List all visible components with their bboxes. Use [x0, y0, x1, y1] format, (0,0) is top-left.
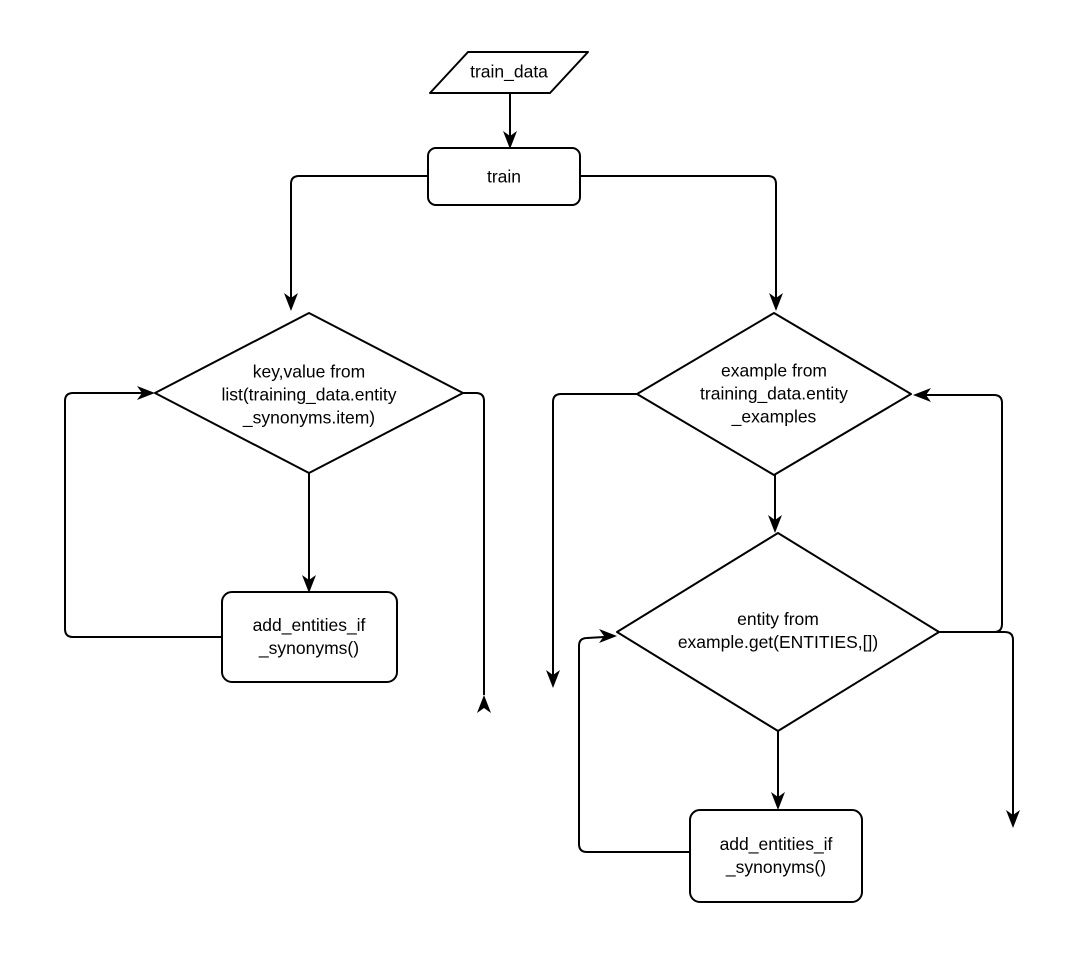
arrowhead-down-icon	[768, 515, 782, 533]
edge-loop-entity-examples-to-loop-entities	[768, 475, 782, 533]
edge-loop-entity-synonyms-to-add-entities-left	[302, 473, 316, 593]
arrowhead-down-icon	[771, 792, 785, 810]
train-data-input-shape	[429, 51, 589, 94]
loop-entity-examples-diamond-shape	[636, 312, 912, 476]
edge-add-entities-left-loopback-to-loop-entity-synonyms	[64, 386, 222, 638]
edge-train-to-loop-entity-synonyms	[284, 175, 428, 311]
edge-loop-entity-examples-exit-down-dangling	[546, 393, 637, 688]
arrowhead-down-icon	[769, 293, 783, 311]
edge-loop-entities-to-add-entities-right	[771, 731, 785, 810]
train-process-shape	[427, 147, 581, 206]
arrowhead-down-icon	[284, 293, 298, 311]
arrowhead-down-icon	[302, 575, 316, 593]
add-entities-left-process-shape	[221, 591, 398, 683]
edge-train-data-to-train	[503, 93, 517, 149]
edge-loop-entities-loopback-to-loop-entity-examples	[913, 388, 1003, 633]
edge-add-entities-right-loopback-to-loop-entities	[578, 629, 690, 853]
edge-loop-entity-synonyms-exit-up-dangling	[463, 392, 491, 713]
loop-entities-diamond-shape	[616, 532, 940, 732]
arrowhead-right-icon	[599, 629, 617, 643]
edge-loop-entities-exit-down-dangling	[939, 631, 1020, 828]
arrowhead-left-icon	[913, 388, 931, 402]
edge-train-to-loop-entity-examples	[580, 175, 783, 311]
arrowhead-down-icon	[503, 131, 517, 149]
loop-entity-synonyms-diamond-shape	[154, 312, 464, 474]
arrowhead-down-icon	[1006, 810, 1020, 828]
add-entities-right-process-shape	[689, 809, 863, 903]
arrowhead-up-icon	[477, 695, 491, 713]
arrowhead-right-icon	[137, 386, 155, 400]
arrowhead-down-icon	[546, 670, 560, 688]
